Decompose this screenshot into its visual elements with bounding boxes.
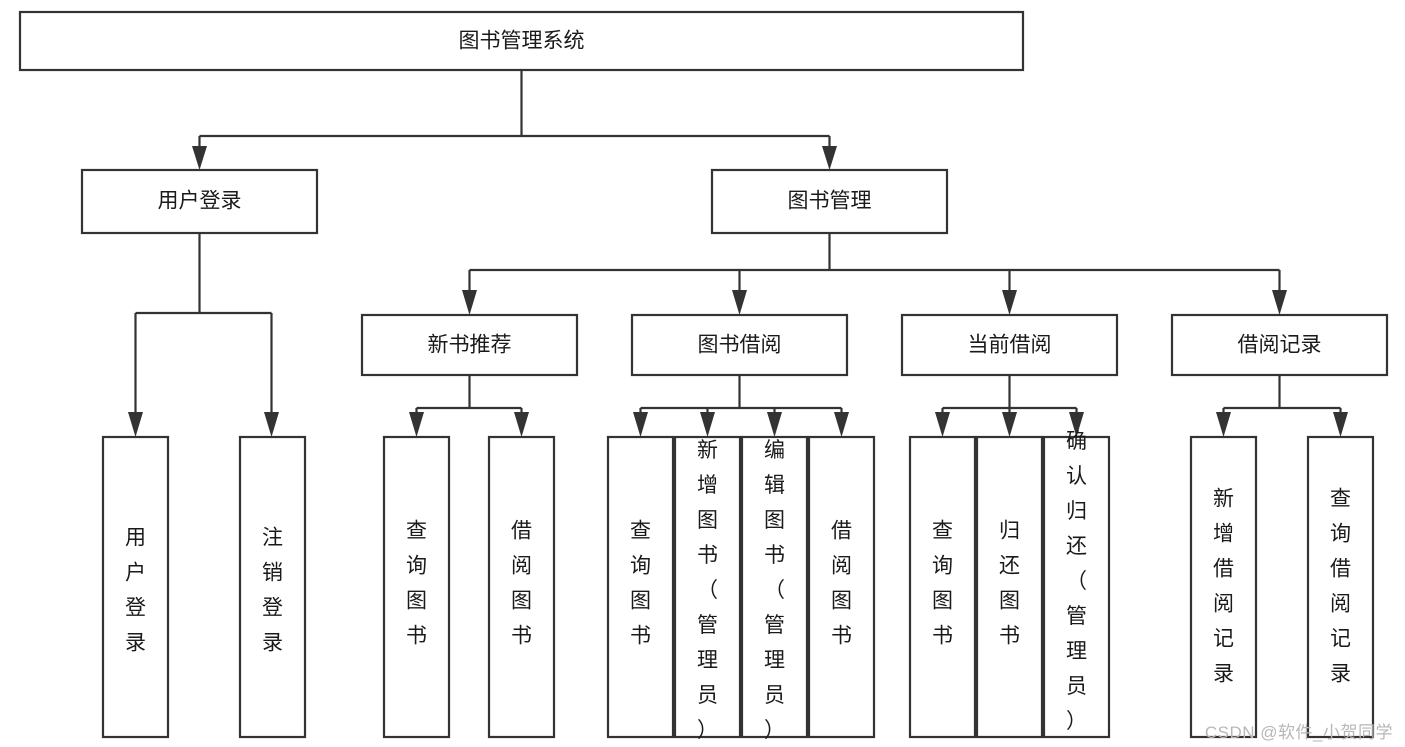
node-leaf-query-book-1[interactable]: 查询图书 [382, 435, 451, 739]
node-book-borrow-label: 图书借阅 [698, 334, 782, 357]
node-borrow-record-box[interactable] [1170, 313, 1389, 377]
node-leaf-query-book-3-label: 查询图书 [932, 519, 953, 647]
node-leaf-borrow-book-1-label: 借阅图书 [511, 519, 532, 647]
arrowhead-leaf-query-record [1333, 412, 1348, 437]
node-leaf-borrow-book-2[interactable]: 借阅图书 [807, 435, 876, 739]
node-user-login-label: 用户登录 [158, 190, 242, 213]
node-leaf-edit-book-label: 编辑图书（管理员） [764, 439, 785, 742]
node-leaf-add-book[interactable]: 新增图书（管理员） [673, 435, 742, 742]
arrowhead-leaf-borrow-book-2 [834, 412, 849, 437]
arrowhead-leaf-edit-book [767, 412, 782, 437]
node-leaf-query-record-label: 查询借阅记录 [1330, 487, 1351, 685]
node-leaf-user-login-box[interactable] [101, 435, 170, 739]
node-book-borrow-box[interactable] [630, 313, 849, 377]
node-leaf-add-record-label: 新增借阅记录 [1213, 487, 1234, 685]
node-borrow-record[interactable]: 借阅记录 [1170, 313, 1389, 377]
connector-layer [128, 70, 1348, 437]
node-leaf-confirm-return-box[interactable] [1042, 435, 1111, 739]
node-new-book-rec-box[interactable] [360, 313, 579, 377]
node-leaf-user-logout-box[interactable] [238, 435, 307, 739]
node-leaf-add-book-label: 新增图书（管理员） [697, 439, 718, 742]
node-leaf-return-book-label: 归还图书 [999, 519, 1020, 647]
node-leaf-borrow-book-1-box[interactable] [487, 435, 556, 739]
node-root-box[interactable] [18, 10, 1025, 72]
node-leaf-confirm-return-label: 确认归还（管理员） [1066, 430, 1087, 733]
node-new-book-rec-label: 新书推荐 [428, 334, 512, 357]
node-leaf-query-book-2[interactable]: 查询图书 [606, 435, 675, 739]
node-leaf-return-book-box[interactable] [975, 435, 1044, 739]
node-leaf-confirm-return[interactable]: 确认归还（管理员） [1042, 430, 1111, 739]
arrowhead-user-login [192, 146, 207, 170]
node-user-login[interactable]: 用户登录 [80, 168, 319, 235]
node-leaf-add-book-box[interactable] [673, 435, 742, 739]
arrowhead-new-book-rec [462, 290, 477, 315]
node-user-login-box[interactable] [80, 168, 319, 235]
node-leaf-query-book-2-box[interactable] [606, 435, 675, 739]
arrowhead-leaf-borrow-book-1 [514, 412, 529, 437]
node-root-label: 图书管理系统 [459, 30, 585, 53]
node-book-manage-box[interactable] [710, 168, 949, 235]
node-leaf-query-record[interactable]: 查询借阅记录 [1306, 435, 1375, 739]
arrowhead-leaf-return-book [1002, 412, 1017, 437]
arrowhead-book-manage [822, 146, 837, 170]
node-borrow-record-label: 借阅记录 [1238, 334, 1322, 357]
arrowhead-leaf-query-book-2 [633, 412, 648, 437]
arrowhead-leaf-user-logout [264, 412, 279, 437]
node-book-manage-label: 图书管理 [788, 190, 872, 213]
node-new-book-rec[interactable]: 新书推荐 [360, 313, 579, 377]
node-book-manage[interactable]: 图书管理 [710, 168, 949, 235]
arrowhead-leaf-confirm-return [1069, 412, 1084, 437]
arrowhead-leaf-user-login [128, 412, 143, 437]
node-leaf-query-book-1-label: 查询图书 [406, 519, 427, 647]
node-current-borrow-box[interactable] [900, 313, 1119, 377]
node-leaf-user-logout-label: 注销登录 [262, 526, 283, 654]
node-leaf-query-record-box[interactable] [1306, 435, 1375, 739]
arrowhead-current-borrow [1002, 290, 1017, 315]
node-book-borrow[interactable]: 图书借阅 [630, 313, 849, 377]
node-leaf-return-book[interactable]: 归还图书 [975, 435, 1044, 739]
node-leaf-query-book-3-box[interactable] [908, 435, 977, 739]
arrowhead-leaf-add-book [700, 412, 715, 437]
node-leaf-borrow-book-2-label: 借阅图书 [831, 519, 852, 647]
node-leaf-add-record-box[interactable] [1189, 435, 1258, 739]
arrowhead-leaf-query-book-1 [409, 412, 424, 437]
node-current-borrow[interactable]: 当前借阅 [900, 313, 1119, 377]
node-leaf-query-book-2-label: 查询图书 [630, 519, 651, 647]
node-leaf-query-book-3[interactable]: 查询图书 [908, 435, 977, 739]
node-leaf-borrow-book-1[interactable]: 借阅图书 [487, 435, 556, 739]
node-leaf-edit-book-box[interactable] [740, 435, 809, 739]
node-current-borrow-label: 当前借阅 [968, 334, 1052, 357]
node-leaf-user-logout[interactable]: 注销登录 [238, 435, 307, 739]
node-leaf-user-login-label: 用户登录 [125, 526, 146, 654]
arrowhead-leaf-query-book-3 [935, 412, 950, 437]
node-leaf-borrow-book-2-box[interactable] [807, 435, 876, 739]
node-leaf-user-login[interactable]: 用户登录 [101, 435, 170, 739]
node-leaf-edit-book[interactable]: 编辑图书（管理员） [740, 435, 809, 742]
node-root[interactable]: 图书管理系统 [18, 10, 1025, 72]
arrowhead-borrow-record [1272, 290, 1287, 315]
node-leaf-add-record[interactable]: 新增借阅记录 [1189, 435, 1258, 739]
arrowhead-book-borrow [732, 290, 747, 315]
node-leaf-query-book-1-box[interactable] [382, 435, 451, 739]
arrowhead-leaf-add-record [1216, 412, 1231, 437]
